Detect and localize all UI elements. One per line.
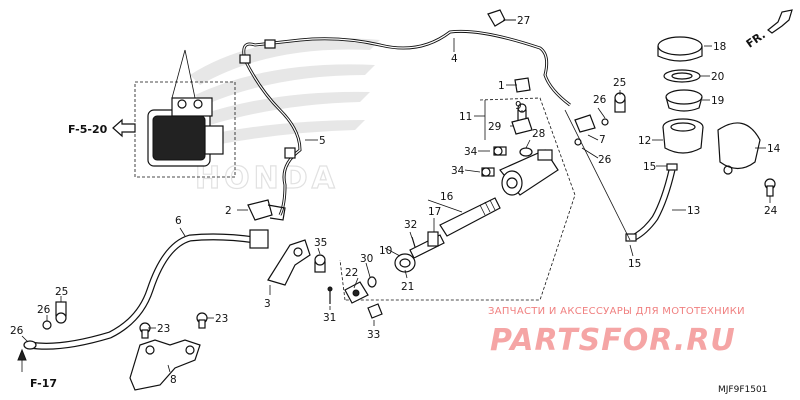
label-18[interactable]: 18 bbox=[713, 41, 726, 53]
watermark: ЗАПЧАСТИ И АКСЕССУАРЫ ДЛЯ МОТОТЕХНИКИ PA… bbox=[488, 306, 745, 358]
label-34-a[interactable]: 34 bbox=[464, 146, 478, 158]
nut-33 bbox=[367, 303, 383, 319]
pin-32 bbox=[411, 236, 416, 248]
pushrod-17 bbox=[409, 231, 445, 259]
label-26-right-a[interactable]: 26 bbox=[593, 94, 607, 106]
label-16[interactable]: 16 bbox=[440, 191, 454, 203]
bolt-34-a bbox=[493, 146, 507, 156]
label-33[interactable]: 33 bbox=[367, 329, 380, 341]
bracket-2 bbox=[237, 199, 286, 221]
master-cylinder-body bbox=[499, 149, 559, 196]
ref-f-17[interactable]: F-17 bbox=[17, 348, 57, 390]
label-20[interactable]: 20 bbox=[711, 71, 724, 83]
svg-text:FR.: FR. bbox=[744, 28, 768, 50]
label-21[interactable]: 21 bbox=[401, 281, 414, 293]
label-35[interactable]: 35 bbox=[314, 237, 327, 249]
oring-28 bbox=[519, 147, 533, 157]
hose-13 bbox=[631, 169, 676, 242]
label-4[interactable]: 4 bbox=[451, 53, 458, 65]
honda-logo-text: HONDA bbox=[195, 161, 339, 196]
label-30[interactable]: 30 bbox=[360, 253, 373, 265]
label-23-b[interactable]: 23 bbox=[215, 313, 228, 325]
washer-26-right-a bbox=[601, 118, 609, 126]
label-28[interactable]: 28 bbox=[532, 128, 545, 140]
bolt-25-left bbox=[55, 301, 67, 324]
label-27[interactable]: 27 bbox=[517, 15, 530, 27]
label-25-left[interactable]: 25 bbox=[55, 286, 68, 298]
bolt-35 bbox=[314, 254, 326, 273]
bolt-24 bbox=[764, 178, 776, 197]
joint-7 bbox=[574, 114, 596, 133]
label-22[interactable]: 22 bbox=[345, 267, 358, 279]
label-10[interactable]: 10 bbox=[379, 245, 392, 257]
label-7[interactable]: 7 bbox=[599, 134, 606, 146]
label-19[interactable]: 19 bbox=[711, 95, 724, 107]
bracket-3 bbox=[267, 239, 311, 286]
svg-text:F-17: F-17 bbox=[30, 377, 57, 390]
label-24[interactable]: 24 bbox=[764, 205, 778, 217]
label-32[interactable]: 32 bbox=[404, 219, 417, 231]
label-15-top[interactable]: 15 bbox=[643, 161, 656, 173]
label-26-left[interactable]: 26 bbox=[37, 304, 51, 316]
ring-30 bbox=[367, 276, 377, 288]
joint-29 bbox=[511, 117, 533, 135]
diagram-code: MJF9F1501 bbox=[718, 385, 767, 395]
label-26-bottom[interactable]: 26 bbox=[10, 325, 24, 337]
hose-6 bbox=[29, 227, 269, 350]
label-6[interactable]: 6 bbox=[175, 215, 182, 227]
label-12[interactable]: 12 bbox=[638, 135, 651, 147]
brake-pipe-4-5 bbox=[239, 29, 571, 216]
label-15-bottom[interactable]: 15 bbox=[628, 258, 641, 270]
cover-14 bbox=[717, 122, 761, 175]
label-17[interactable]: 17 bbox=[428, 206, 441, 218]
watermark-brand: PARTSFOR.RU bbox=[490, 323, 736, 358]
label-3[interactable]: 3 bbox=[264, 298, 271, 310]
label-14[interactable]: 14 bbox=[767, 143, 781, 155]
plate-20 bbox=[663, 69, 701, 83]
bolt-1 bbox=[514, 77, 531, 93]
bolt-25-right bbox=[614, 92, 626, 113]
ref-f-5-20[interactable]: F-5-20 bbox=[68, 118, 136, 138]
front-direction-arrow: FR. bbox=[744, 9, 793, 51]
label-1[interactable]: 1 bbox=[498, 80, 505, 92]
label-11[interactable]: 11 bbox=[459, 111, 472, 123]
bracket-8 bbox=[129, 339, 201, 391]
pin-31 bbox=[327, 286, 333, 304]
washer-26-left bbox=[42, 320, 52, 330]
label-26-right-b[interactable]: 26 bbox=[598, 154, 612, 166]
cap-18 bbox=[657, 36, 703, 62]
watermark-tagline: ЗАПЧАСТИ И АКСЕССУАРЫ ДЛЯ МОТОТЕХНИКИ bbox=[488, 306, 745, 317]
label-9[interactable]: 9 bbox=[515, 100, 522, 112]
piston-spring-16 bbox=[439, 197, 501, 237]
clip-15-top bbox=[666, 163, 678, 171]
label-34-b[interactable]: 34 bbox=[451, 165, 465, 177]
leader-lines bbox=[21, 19, 771, 373]
label-29[interactable]: 29 bbox=[488, 121, 501, 133]
washer-26-bottom bbox=[23, 340, 37, 350]
label-13[interactable]: 13 bbox=[687, 205, 700, 217]
bolt-23-a bbox=[139, 322, 151, 339]
abs-modulator bbox=[134, 49, 236, 178]
label-8[interactable]: 8 bbox=[170, 374, 177, 386]
label-31[interactable]: 31 bbox=[323, 312, 336, 324]
bolt-34-b bbox=[481, 167, 495, 177]
clamp-27 bbox=[487, 9, 516, 27]
part-labels: 27 4 1 5 18 20 19 12 14 15 13 15 24 25 2… bbox=[10, 15, 781, 386]
clip-15-bottom bbox=[625, 233, 637, 242]
diaphragm-19 bbox=[665, 89, 703, 112]
reservoir-12 bbox=[662, 118, 704, 154]
label-2[interactable]: 2 bbox=[225, 205, 232, 217]
label-25-right[interactable]: 25 bbox=[613, 77, 626, 89]
boot-10-21 bbox=[394, 253, 416, 273]
label-23-a[interactable]: 23 bbox=[157, 323, 170, 335]
svg-text:F-5-20: F-5-20 bbox=[68, 123, 108, 136]
bolt-23-b bbox=[196, 312, 208, 329]
label-5[interactable]: 5 bbox=[319, 135, 326, 147]
master-cylinder-assembly bbox=[339, 97, 576, 301]
